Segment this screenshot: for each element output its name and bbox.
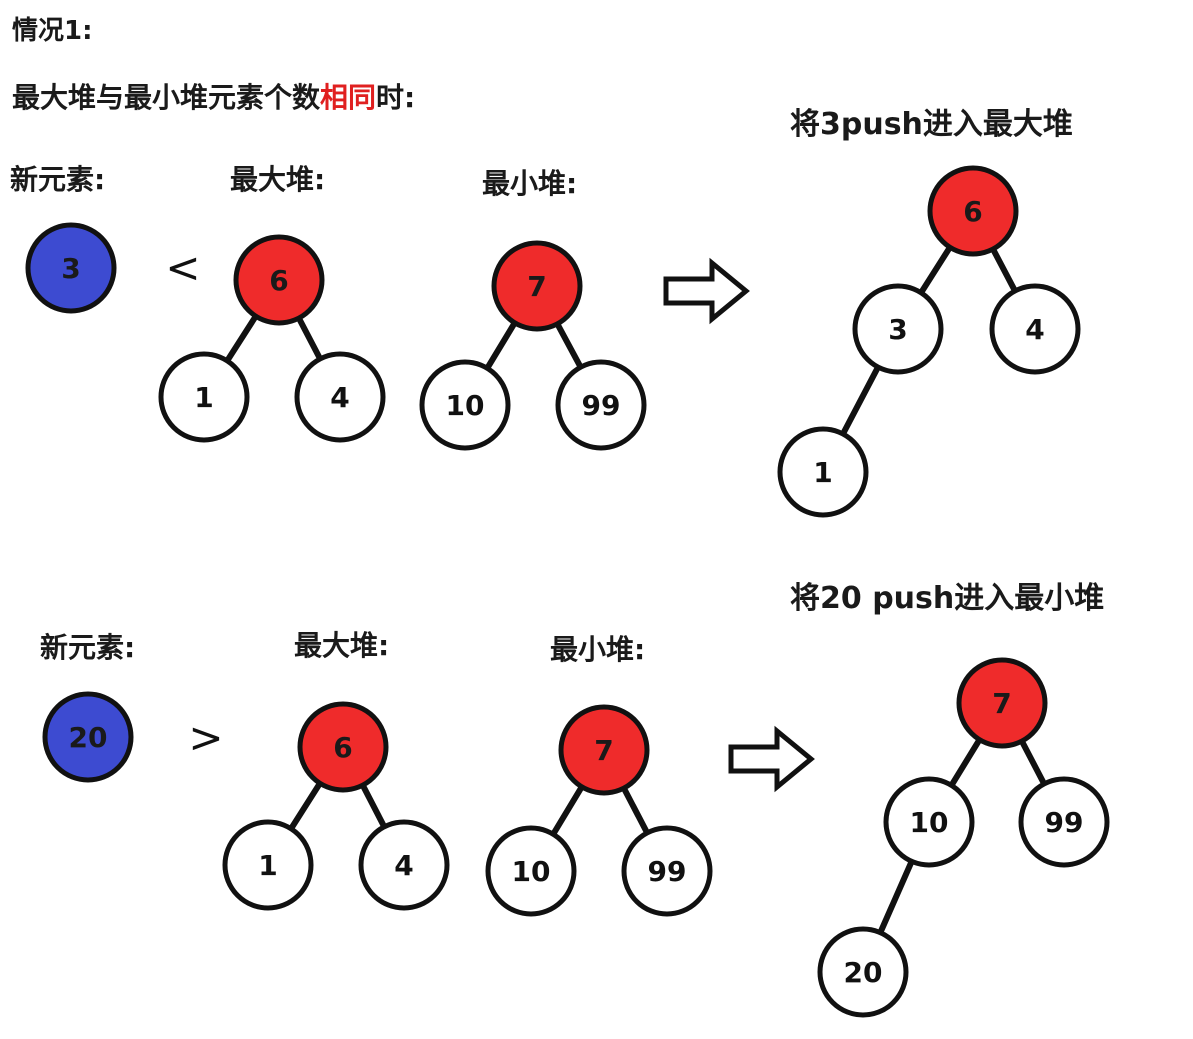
case-b-new-label: 新元素: <box>40 631 136 664</box>
case-b-new-element-circle <box>42 691 134 783</box>
case-b-new-element-label: 20 <box>69 721 108 754</box>
case-a-min-heap-right-label: 99 <box>582 389 621 422</box>
case-a-max-heap-root-label: 6 <box>269 264 288 297</box>
case-b-min-heap-left-label: 10 <box>512 855 551 888</box>
case-b-max-heap-right-label: 4 <box>394 849 413 882</box>
case-b-result-heap-right-label: 99 <box>1045 806 1084 839</box>
case-a-max-heap-left-label: 1 <box>194 381 213 414</box>
case-b-min-heap-root-label: 7 <box>594 734 613 767</box>
case-b-max-heap-left-circle <box>222 819 314 911</box>
case-b-min-heap-right-label: 99 <box>648 855 687 888</box>
condition-highlight: 相同 <box>320 81 377 114</box>
case-b-min-heap-left-circle <box>485 825 577 917</box>
case-a-min-heap-root-label: 7 <box>527 270 546 303</box>
case-b-max-heap-right-circle <box>358 819 450 911</box>
case-a-result-heap-left-left-label: 1 <box>813 456 832 489</box>
case-a-result-heap-left-label: 3 <box>888 313 907 346</box>
case-b-min-heap-root-circle <box>558 704 650 796</box>
case-b-result-label: 将20 push进入最小堆 <box>790 581 1105 616</box>
case-a-arrow <box>663 257 750 325</box>
case-a-comparator: < <box>165 243 200 292</box>
case-b-result-heap-right-circle <box>1018 776 1110 868</box>
condition-text: 最大堆与最小堆元素个数相同时: <box>12 84 415 112</box>
case-b-max-heap-left-label: 1 <box>258 849 277 882</box>
case-b-comparator: > <box>188 713 223 762</box>
case-b-result-heap-root-circle <box>956 657 1048 749</box>
case-a-new-element-label: 3 <box>61 252 80 285</box>
case-b-result-heap-left-label: 10 <box>910 806 949 839</box>
case-a-new-element-circle <box>25 222 117 314</box>
case-a-max-label: 最大堆: <box>230 163 326 196</box>
case-a-max-heap-root-circle <box>233 234 325 326</box>
case-b-result-heap-left-left-label: 20 <box>844 956 883 989</box>
condition-prefix: 最大堆与最小堆元素个数 <box>12 81 321 114</box>
case-b-max-label: 最大堆: <box>294 629 390 662</box>
case-a-min-heap-left-circle <box>419 359 511 451</box>
case-a-result-label: 将3push进入最大堆 <box>790 107 1073 142</box>
case-a-max-heap-left-circle <box>158 351 250 443</box>
case-a-new-label: 新元素: <box>10 163 106 196</box>
case-b-min-label: 最小堆: <box>550 633 646 666</box>
case-a-max-heap-right-circle <box>294 351 386 443</box>
case-a-result-heap-root-label: 6 <box>963 195 982 228</box>
case-a-min-heap-right-circle <box>555 359 647 451</box>
case-a-result-heap-left-circle <box>852 283 944 375</box>
case-a-max-heap-right-label: 4 <box>330 381 349 414</box>
case-b-max-heap-root-circle <box>297 701 389 793</box>
case-a-min-heap-root-circle <box>491 240 583 332</box>
case-a-result-heap-root-circle <box>927 165 1019 257</box>
case-b-result-heap-left-circle <box>883 776 975 868</box>
case-b-result-heap-left-left-circle <box>817 926 909 1018</box>
case-a-min-label: 最小堆: <box>482 167 578 200</box>
case-b-max-heap-root-label: 6 <box>333 731 352 764</box>
case-b-arrow <box>728 725 815 793</box>
case-a-result-heap-left-left-circle <box>777 426 869 518</box>
case-b-min-heap-right-circle <box>621 825 713 917</box>
case-a-min-heap-left-label: 10 <box>446 389 485 422</box>
case-b-result-heap-root-label: 7 <box>992 687 1011 720</box>
condition-suffix: 时: <box>376 81 416 114</box>
case-a-result-heap-right-label: 4 <box>1025 313 1044 346</box>
case-a-result-heap-right-circle <box>989 283 1081 375</box>
page-title: 情况1: <box>12 16 93 46</box>
